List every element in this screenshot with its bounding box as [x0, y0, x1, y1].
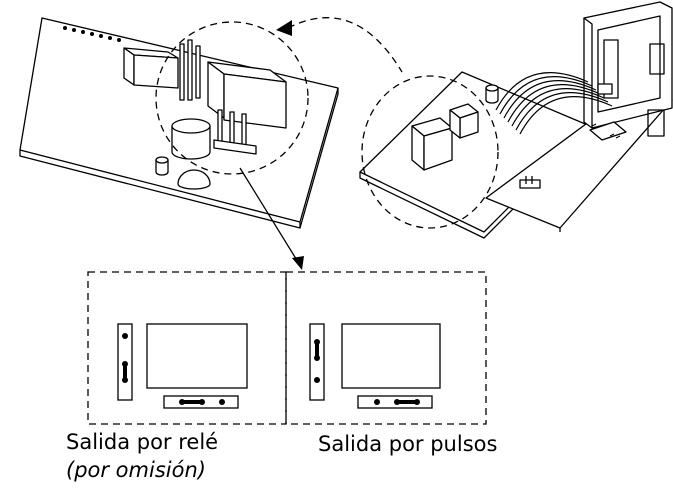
callout-arrow — [239, 167, 304, 270]
jumper-panel-relay — [87, 271, 287, 425]
main-board — [19, 17, 339, 229]
vertical-jumper-block — [309, 323, 325, 401]
dome-component — [177, 169, 211, 190]
relay-large — [207, 61, 287, 129]
zoom-circle-right — [361, 75, 499, 229]
relay-component-outline — [341, 323, 441, 389]
zoom-circle-left — [155, 21, 309, 175]
pin-header — [179, 39, 257, 155]
vertical-jumper-block — [117, 323, 133, 401]
relay-component-outline — [146, 323, 248, 389]
horizontal-jumper-block — [357, 395, 433, 409]
jumper-panel-pulse — [285, 271, 487, 425]
transfer-arrow — [276, 17, 403, 73]
enclosure-assembly — [359, 1, 673, 239]
edge-connector-pins — [63, 26, 121, 42]
pulse-output-label: Salida por pulsos — [318, 432, 498, 456]
horizontal-jumper-block — [163, 395, 239, 409]
relay-output-label: Salida por relé — [66, 430, 219, 454]
relay-output-default-note: (por omisión) — [66, 458, 206, 482]
relay-small — [123, 47, 179, 89]
small-component — [155, 156, 169, 176]
capacitor — [171, 118, 211, 160]
